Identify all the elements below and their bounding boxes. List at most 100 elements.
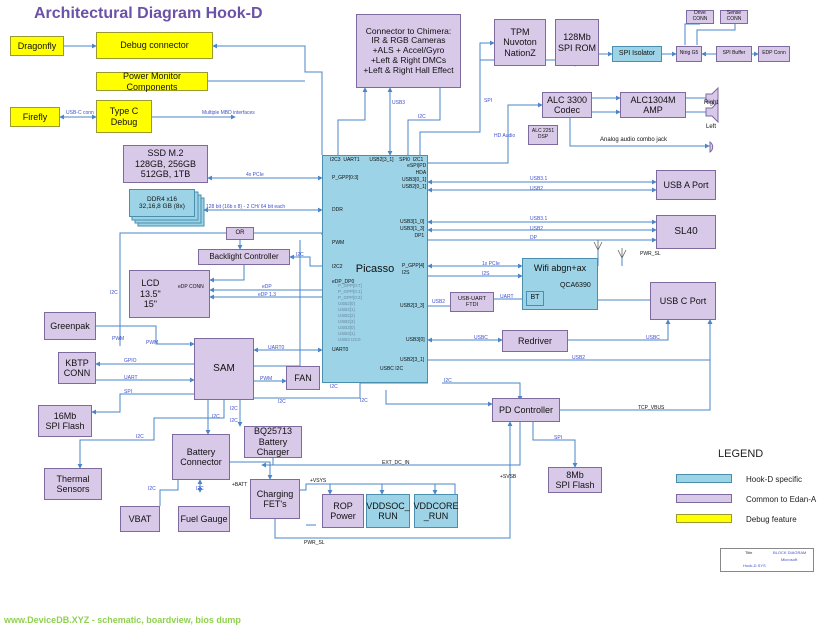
codec-block: ALC 3300 Codec [542,92,592,118]
sig-i2c-d: I2C [360,398,368,404]
usb-uart-block: USB-UART FTDI [450,292,494,312]
charging-fets-block: Charging FET's [250,479,300,519]
speaker-left-icon [705,100,719,124]
sig-ddr-bus: 128 bit (16b x 8) - 2 CH/ 64 bit each [206,204,286,210]
line-usbc-i2c-pd [442,382,523,401]
sig-i2c-j: I2C [148,486,156,492]
sig-i2s: I2S [482,271,490,277]
battery-connector-block: Battery Connector [172,434,230,480]
vsys-label: +VSYS [310,478,327,484]
svsb-label: +SVSB [500,474,517,480]
line-ntrig-sense [696,24,736,45]
sig-i2c-i: I2C [196,486,204,492]
sig-usb3-a: USB3.1 [530,176,548,182]
vbat-block: VBAT [120,506,160,532]
picasso-pin-usb23: USB2[3_1] [400,357,425,363]
bq25713-block: BQ25713 Battery Charger [244,426,302,458]
sig-pwm-a: PWM [112,336,125,342]
sig-i2c-b: I2C [296,252,304,258]
line-ext-dc [261,422,521,468]
sig-edp-b: eDP 1.3 [258,292,276,298]
picasso-pin-edp: eDP_DP0 [332,279,355,285]
spi-rom-block: 128Mb SPI ROM [555,19,599,66]
line-chimera-i2c [337,87,368,155]
ssd-block: SSD M.2 128GB, 256GB 512GB, 1TB [123,145,208,183]
debug-connector-block: Debug connector [96,32,213,59]
chimera-connector-block: Connector to Chimera: IR & RGB Cameras +… [356,14,461,88]
antenna-2-icon [617,248,627,259]
usb-a-port-block: USB A Port [656,170,716,200]
usb-c-port-block: USB C Port [650,282,716,320]
pd-controller-block: PD Controller [492,398,560,422]
spi-buffer-block: SPI Buffer [716,46,752,62]
audio-jack-icon [709,141,714,153]
title-block: Title BLOCK DIAGRAM Microsoft Hook-D SYS [720,548,814,572]
rop-power-block: ROP Power [322,494,364,528]
sig-spi-b: SPI [124,389,133,395]
line-sam-usbc-i2c [254,382,428,399]
line-redriver-usbc [568,319,671,341]
ext-dc-in-label: EXT_DC_IN [382,460,410,466]
sig-i2c-l: I2C [278,399,286,405]
sig-uart-bt: UART [500,294,514,300]
picasso-pins-right-top: eSPI|PD HDA USB3[0_1] USB2[0_1] [402,163,427,190]
sig-usbc-b: USBC [646,335,660,341]
dsp-block: ALC 2251 DSP [528,125,558,145]
ntrig-block: Ntrig G5 [676,46,702,62]
sig-i2c-chim: I2C [418,114,426,120]
sense-conn-block: Sense CONN [720,10,748,24]
firefly-block: Firefly [10,107,60,127]
picasso-pin-uart0: UART0 [332,347,349,353]
legend-label-debug: Debug feature [746,515,797,524]
drive-conn-block: Drive CONN [686,10,714,24]
lcd-block: LCD 13.5" 15" [129,270,210,318]
amp-block: ALC1304M AMP [620,92,686,118]
kbtp-conn-block: KBTP CONN [58,352,96,384]
batt-label: +BATT [232,482,248,488]
sig-i2c-h: I2C [230,406,238,412]
legend-swatch-common [676,494,732,503]
pwr-sl-bottom-label: PWR_SL [304,540,325,546]
sig-usbc-a: USBC [474,335,488,341]
antenna-1-icon [593,240,603,251]
diagram-title: Architectural Diagram Hook-D [34,5,263,22]
sig-uart0: UART0 [268,345,285,351]
sig-pcie1x: 1x PCIe [482,261,500,267]
title-block-doc: BLOCK DIAGRAM [773,550,807,555]
line-tcp-vbus [560,319,713,411]
line-battery-vbat [159,480,179,506]
sig-i2c-f: I2C [136,434,144,440]
thermal-sensors-block: Thermal Sensors [44,468,102,500]
legend-title: LEGEND [718,448,764,460]
sig-usb3-b: USB3.1 [530,216,548,222]
sig-usb2-c: USB2 [432,299,446,305]
sig-i2c-k: I2C [330,384,338,390]
sig-i2c-m: I2C [230,418,238,424]
title-block-company: Microsoft [781,557,798,562]
line-pd-spi [532,422,578,468]
picasso-soc-block: Picasso [322,155,428,383]
power-monitor-block: Power Monitor Components [96,71,208,92]
qca-label: QCA6390 [560,282,591,289]
picasso-pins-top: I2C3 UART1 USB2[3_1] SPI0 I2C1 [330,157,424,163]
sig-i2c-e: I2C [444,378,452,384]
line-i2c-thermal [77,400,225,469]
sig-pwm-b: PWM [146,340,159,346]
picasso-pin-ddr: DDR [332,207,343,213]
speaker-left-label: Left [706,124,717,130]
picasso-pins-usb3: USB3[1_0] USB3[1_3] DP1 [400,219,425,239]
sig-hd-audio: HD Audio [494,133,516,139]
picasso-pins-pgpp4: P_GPP[4] I2S [402,263,425,276]
title-block-title: Title [745,550,753,555]
sig-usb2-b: USB2 [530,226,544,232]
spi-flash-16-block: 16Mb SPI Flash [38,405,92,437]
line-chimera-i2c2 [407,88,441,155]
line-svsb [274,421,513,539]
usbc-conn-label: USB-C conn [66,110,94,116]
picasso-pins-mid: P_GPP[0:7] P_GPP[0:1] P_GPP[0:3] USB2[0]… [338,283,362,342]
sig-usb2-d: USB2 [572,355,586,361]
line-analog-jack [569,118,710,149]
fuel-gauge-block: Fuel Gauge [178,506,230,532]
sig-edp-a: eDP [262,284,272,290]
sig-spi-a: SPI [484,98,493,104]
